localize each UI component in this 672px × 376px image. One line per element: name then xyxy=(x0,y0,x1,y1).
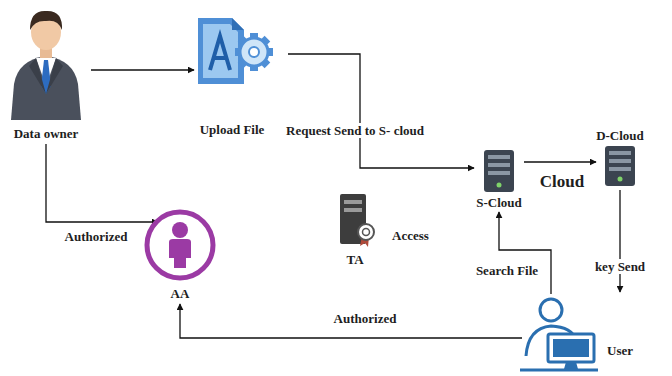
edge-label: Authorized xyxy=(332,311,399,326)
cloud-fill xyxy=(593,163,643,213)
user-head xyxy=(540,299,562,321)
aa-head xyxy=(172,222,188,238)
server-icon xyxy=(597,144,643,188)
cloud-outline xyxy=(592,162,644,214)
server-case xyxy=(605,146,635,186)
user-monitor xyxy=(548,334,594,362)
edge-label: Request Send to S- cloud xyxy=(284,123,426,138)
arrow-connector xyxy=(619,190,620,292)
server-bay xyxy=(609,159,631,163)
server-bay xyxy=(488,163,510,167)
node-label: S-Cloud xyxy=(476,195,522,210)
edge-label: key Send xyxy=(593,259,647,274)
document-fold xyxy=(232,18,244,30)
user-stand xyxy=(564,362,578,369)
server-bay xyxy=(488,155,510,159)
arrow-connector xyxy=(288,54,474,168)
owner-icon xyxy=(5,2,87,120)
lapel xyxy=(29,58,63,94)
server-icon xyxy=(476,148,522,194)
cloud-outline xyxy=(529,146,597,214)
arrow-connector xyxy=(91,69,194,70)
node-label: D-Cloud xyxy=(596,128,644,143)
suit-body xyxy=(11,56,81,120)
server-led xyxy=(618,177,623,182)
aa-icon xyxy=(140,208,220,282)
cloud-outline xyxy=(606,142,666,202)
node-label: AA xyxy=(171,286,190,301)
document-glyph xyxy=(210,36,230,70)
cloud-region: Cloud D-CloudS-Cloud xyxy=(453,90,667,218)
node-label: User xyxy=(607,343,633,358)
server-bay xyxy=(609,151,631,155)
user-icon xyxy=(506,294,601,372)
icon-node: D-Cloud xyxy=(588,128,652,188)
node-label: TA xyxy=(346,252,363,267)
arrow-connector xyxy=(46,144,158,222)
ta-badge-inner xyxy=(363,229,370,236)
icon-node: TA xyxy=(328,192,382,267)
icon-node: Upload File xyxy=(182,14,282,137)
arrow-connector xyxy=(180,304,522,338)
edge-label: Authorized xyxy=(63,229,130,244)
tie xyxy=(41,60,51,94)
upload-icon xyxy=(182,14,282,88)
cloud-fill xyxy=(530,147,596,213)
server-led xyxy=(497,183,502,188)
arrow-connector xyxy=(499,212,551,294)
edge-label: Search File xyxy=(474,263,540,278)
icon-node: S-Cloud xyxy=(466,148,532,210)
server-case xyxy=(484,150,514,192)
ta-badge xyxy=(358,224,374,240)
ta-bay xyxy=(344,208,362,212)
icon-node: Data owner xyxy=(5,2,87,141)
server-bay xyxy=(488,171,510,175)
document-shape xyxy=(198,18,244,84)
ta-icon xyxy=(328,192,382,248)
hair xyxy=(30,11,62,30)
icon-node: User xyxy=(506,294,666,372)
server-bay xyxy=(609,167,631,171)
free-label: Access xyxy=(392,228,429,243)
node-label: Upload File xyxy=(200,122,265,137)
document-face xyxy=(203,24,238,78)
aa-ring xyxy=(147,212,213,278)
gear-symbol xyxy=(235,33,273,71)
user-desk xyxy=(520,369,598,372)
aa-body xyxy=(169,239,191,268)
arrow-connector xyxy=(524,161,596,162)
node-label: Data owner xyxy=(14,126,79,141)
gear-body xyxy=(240,38,268,66)
gear-hole xyxy=(249,47,259,57)
user-screen xyxy=(553,339,589,357)
node-label: Cloud xyxy=(540,174,584,189)
icon-node: AA xyxy=(140,208,220,301)
ta-bay xyxy=(344,200,362,204)
